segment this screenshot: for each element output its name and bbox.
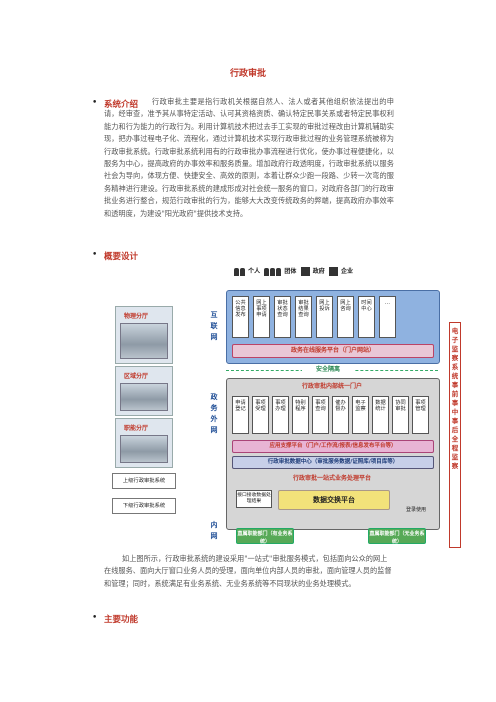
functional-hall-image: 职能分厅 bbox=[115, 418, 173, 468]
people-row: 个人 团体 政府 企业 bbox=[234, 266, 353, 276]
portal-cell: 协同审批 bbox=[392, 396, 409, 434]
internet-cell: 审批结果查询 bbox=[295, 296, 312, 338]
internet-cell: 网上事项申请 bbox=[253, 296, 270, 338]
group-icon bbox=[270, 267, 276, 276]
section-heading-features: 主要功能 bbox=[104, 615, 139, 625]
portal-cell: 事项受理 bbox=[252, 396, 269, 434]
enterprise-building-icon bbox=[328, 267, 338, 276]
physical-hall-image: 物理分厅 bbox=[115, 306, 173, 364]
internet-cell: 网上投诉 bbox=[316, 296, 333, 338]
upper-system-box: 上级行政审批系统 bbox=[112, 473, 176, 489]
person-icon bbox=[240, 267, 245, 276]
bullet-dot: • bbox=[92, 613, 98, 623]
interface-left-box: 接口接收数据处理结果 bbox=[236, 490, 272, 508]
portal-cell: 事项办理 bbox=[272, 396, 289, 434]
portal-cell: 事项查询 bbox=[312, 396, 329, 434]
group-icon bbox=[276, 267, 282, 276]
bullet-dot: • bbox=[92, 250, 98, 260]
intro-paragraph: 行政审批主要是指行政机关根据自然人、法人或者其他组织依法提出的申请，经审查，准予… bbox=[104, 97, 394, 218]
internet-cell: 网上咨询 bbox=[337, 296, 354, 338]
login-use-label: 登录使用 bbox=[405, 507, 426, 513]
internal-portal-title: 行政审批内部统一门户 bbox=[301, 383, 362, 390]
zone-label-internet: 互联网 bbox=[210, 311, 218, 341]
design-caption: 如上图所示，行政审批系统的建设采用"一站式"审批服务模式，包括面向公众的网上在线… bbox=[104, 554, 392, 588]
regional-hall-image: 区域分厅 bbox=[115, 366, 173, 416]
internet-cell: 公共信息发布 bbox=[232, 296, 249, 338]
data-center: 行政审批数据中心（审批服务数据/证照库/项目库等） bbox=[232, 456, 434, 469]
security-isolation-label: 安全隔离 bbox=[302, 365, 354, 375]
portal-cell: 电子监察 bbox=[352, 396, 369, 434]
hall-photo bbox=[120, 435, 168, 463]
section-heading-intro: 系统介绍 bbox=[104, 100, 139, 110]
dept-without-system: 直属职能部门（无业务系统） bbox=[368, 528, 426, 545]
lower-system-box: 下级行政审批系统 bbox=[112, 498, 176, 514]
portal-cell: 催办督办 bbox=[332, 396, 349, 434]
zone-label-extranet: 政务外网 bbox=[210, 393, 218, 434]
portal-cell: 数据统计 bbox=[372, 396, 389, 434]
zone-label-intranet: 内网 bbox=[210, 521, 218, 540]
person-icon bbox=[234, 267, 239, 276]
app-support-platform: 应用支撑平台（门户/工作流/报表/信息发布平台等） bbox=[232, 440, 434, 453]
portal-cell: 事项管理 bbox=[412, 396, 429, 434]
e-supervision-system: 电子监察系统事前事中事后全程监察 bbox=[449, 322, 461, 548]
internet-cell: 时间中心 bbox=[358, 296, 375, 338]
page-title: 行政审批 bbox=[229, 69, 266, 79]
hall-photo bbox=[120, 383, 168, 411]
portal-cell: 特别程序 bbox=[292, 396, 309, 434]
government-building-icon bbox=[300, 267, 310, 276]
internet-cell: … bbox=[379, 296, 396, 338]
online-service-platform: 政务在线服务平台（门户网站） bbox=[232, 344, 434, 358]
hall-photo bbox=[120, 323, 168, 359]
architecture-diagram: 个人 团体 政府 企业 物理分厅 区域分厅 职能分厅 上级行政审批系统 下级行政… bbox=[112, 262, 464, 552]
portal-cell: 申请登记 bbox=[232, 396, 249, 434]
data-exchange-platform: 数据交换平台 bbox=[278, 490, 390, 510]
dept-with-system: 直属职能部门（有业务系统） bbox=[236, 528, 294, 545]
section-heading-design: 概要设计 bbox=[104, 252, 139, 262]
one-stop-platform: 行政审批一站式业务处理平台 bbox=[292, 475, 371, 482]
internet-cell: 审批状态查询 bbox=[274, 296, 291, 338]
bullet-dot: • bbox=[92, 98, 98, 108]
group-icon bbox=[264, 267, 270, 276]
